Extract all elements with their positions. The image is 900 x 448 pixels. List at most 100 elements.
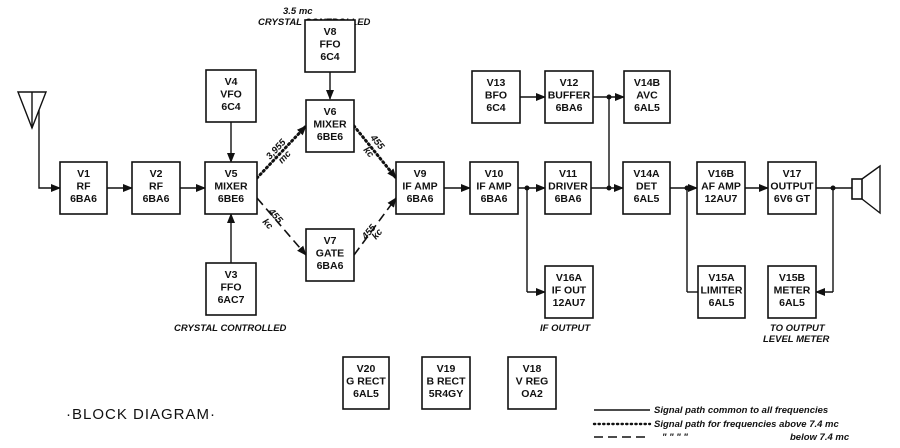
block-box: [697, 265, 746, 319]
block-tube-id: V8: [324, 26, 337, 38]
block-tube-id: V10: [485, 168, 504, 180]
legend-dashed-ditto: " " " ": [662, 432, 688, 443]
block-tube-type: 6BA6: [555, 193, 582, 205]
block-function: B RECT: [426, 376, 466, 388]
block-tube-id: V5: [225, 168, 238, 180]
block-tube-type: 6AL5: [634, 193, 660, 205]
block-tube-id: V16A: [556, 272, 583, 284]
block-function: FFO: [320, 39, 341, 51]
block-box: [469, 161, 519, 215]
block-function: AF AMP: [701, 181, 741, 193]
block-box: [205, 69, 257, 123]
block-tube-id: V1: [77, 168, 90, 180]
block-tube-id: V2: [150, 168, 163, 180]
block-tube-type: 6C4: [486, 102, 505, 114]
block-function: LIMITER: [701, 285, 743, 297]
block-tube-type: 6C4: [221, 101, 240, 113]
block-tube-type: 6AC7: [218, 294, 245, 306]
junction-dot: [606, 185, 612, 191]
block-tube-id: V7: [324, 235, 337, 247]
block-box: [623, 70, 671, 124]
block-tube-type: 6BA6: [407, 193, 434, 205]
block-tube-type: 6AL5: [353, 388, 379, 400]
block-function: IF OUT: [552, 285, 587, 297]
block-tube-id: V19: [437, 363, 456, 375]
block-box: [421, 356, 471, 410]
block-box: [304, 19, 356, 73]
block-tube-type: 12AU7: [705, 193, 738, 205]
block-box: [305, 228, 355, 282]
block-function: RF: [77, 181, 92, 193]
block-tube-type: 6AL5: [634, 102, 660, 114]
block-function: G RECT: [346, 376, 386, 388]
block-function: BFO: [485, 90, 507, 102]
legend-solid-text: Signal path common to all frequencies: [654, 405, 828, 416]
antenna-icon: [16, 91, 61, 192]
legend: Signal path common to all frequencies Si…: [592, 405, 850, 443]
block-tube-type: 6BA6: [317, 260, 344, 272]
block-function: GATE: [316, 248, 344, 260]
block-function: IF AMP: [402, 181, 437, 193]
block-tube-id: V20: [357, 363, 376, 375]
block-box: [205, 262, 257, 316]
block-box: [544, 265, 594, 319]
block-tube-id: V11: [559, 168, 577, 180]
if-output-label: IF OUTPUT: [540, 323, 591, 334]
meter-label-line1: TO OUTPUT: [770, 323, 826, 334]
junction-dot: [830, 185, 836, 191]
junction-dot: [524, 185, 530, 191]
block-box: [767, 265, 817, 319]
block-tube-type: 12AU7: [553, 297, 586, 309]
block-box: [342, 356, 390, 410]
block-box: [395, 161, 445, 215]
block-tube-type: 6C4: [320, 51, 339, 63]
block-function: VFO: [220, 89, 242, 101]
speaker-icon: [851, 164, 881, 215]
block-box: [471, 70, 521, 124]
meter-label-line2: LEVEL METER: [763, 334, 829, 345]
legend-dotted-text: Signal path for frequencies above 7.4 mc: [654, 419, 839, 430]
block-tube-id: V14B: [634, 77, 661, 89]
junction-dot: [684, 185, 690, 191]
block-tube-type: 6AL5: [779, 297, 805, 309]
block-tube-id: V3: [225, 269, 238, 281]
block-function: IF AMP: [476, 181, 511, 193]
block-tube-type: 5R4GY: [429, 388, 463, 400]
v3-crystal-label: CRYSTAL CONTROLLED: [174, 323, 287, 334]
diagram-title: ·BLOCK DIAGRAM·: [66, 406, 216, 423]
block-box: [507, 356, 557, 410]
block-tube-id: V15B: [779, 272, 806, 284]
block-tube-id: V18: [523, 363, 542, 375]
junction-dot: [606, 94, 612, 100]
legend-dashed-text: below 7.4 mc: [790, 432, 850, 443]
block-box: [544, 161, 592, 215]
block-tube-type: OA2: [521, 388, 543, 400]
block-box: [59, 161, 108, 215]
block-box: [767, 161, 817, 215]
block-box: [131, 161, 181, 215]
block-tube-type: 6BA6: [143, 193, 170, 205]
block-tube-id: V16B: [708, 168, 735, 180]
block-function: BUFFER: [548, 90, 591, 102]
block-tube-type: 6BA6: [481, 193, 508, 205]
